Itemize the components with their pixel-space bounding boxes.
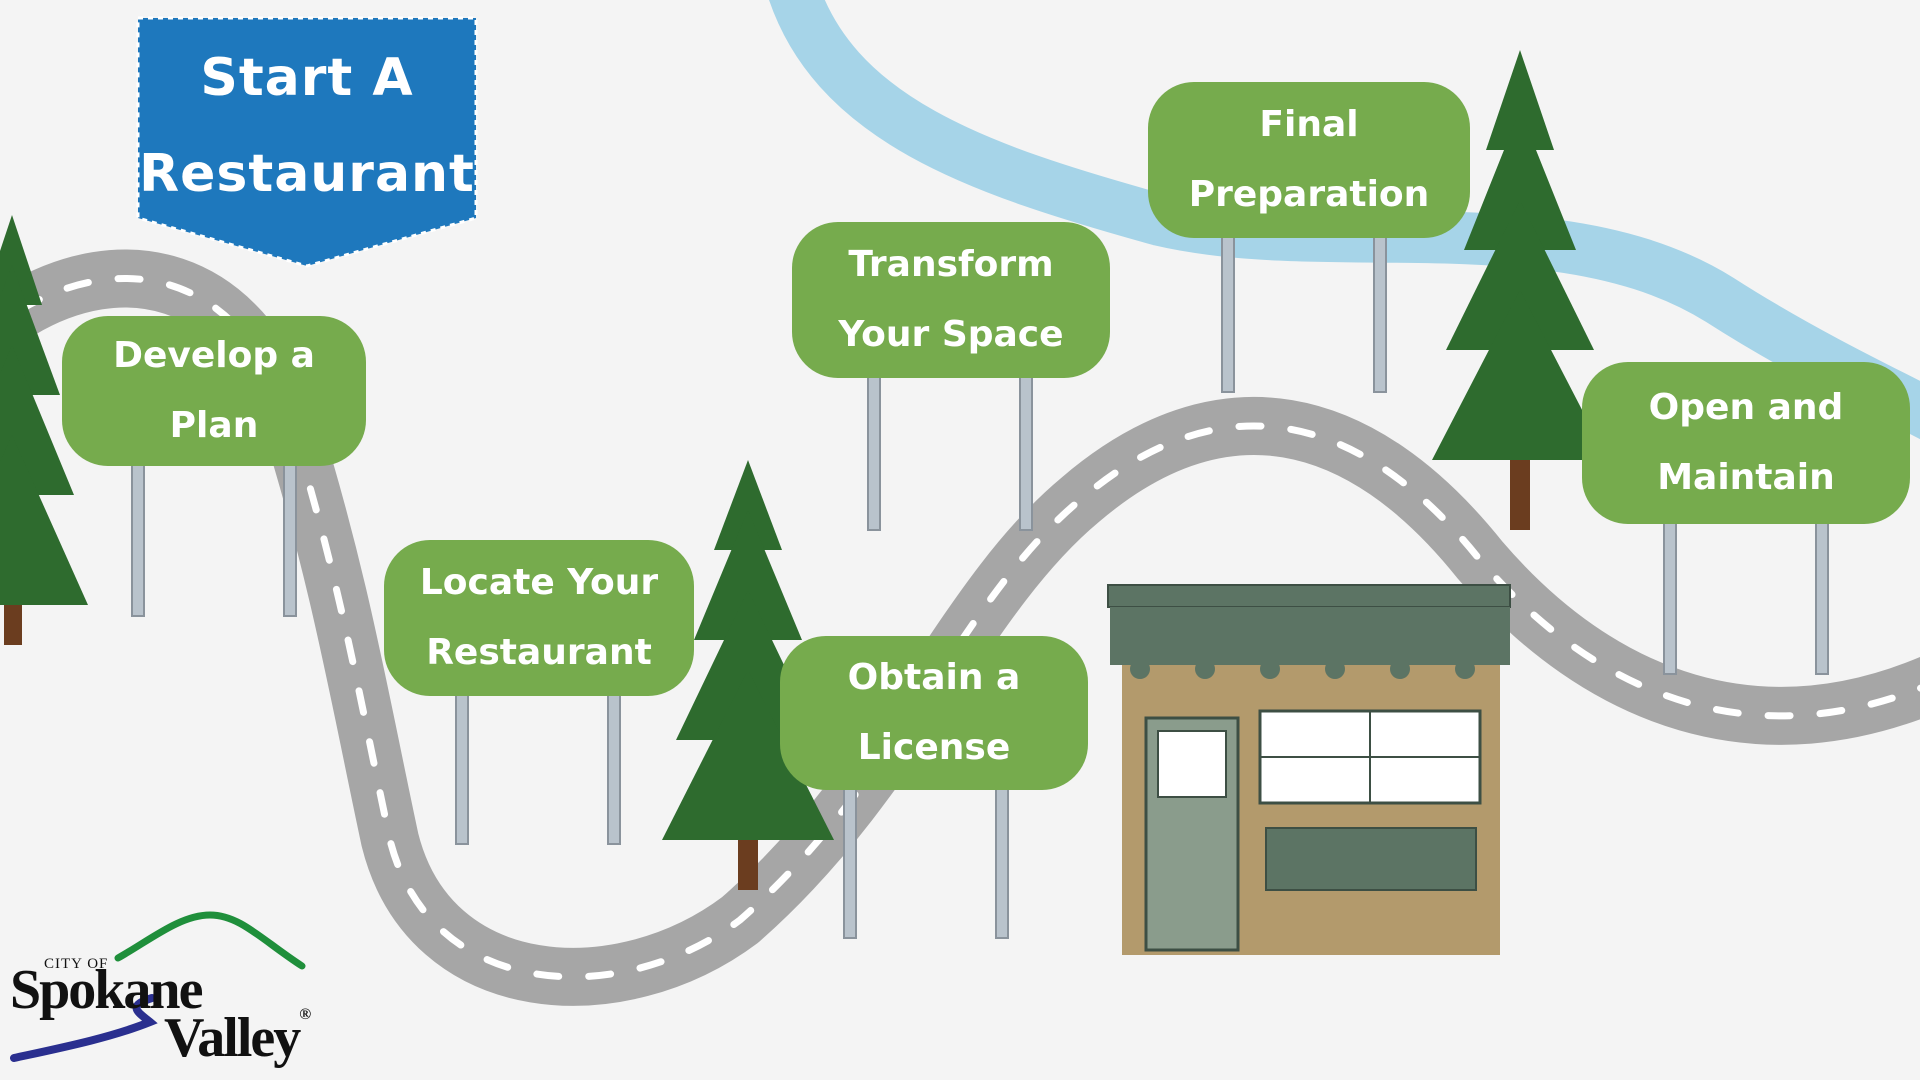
logo-river-swoosh [10,994,158,1062]
step-sign-final-preparation: Final Preparation [1148,82,1470,238]
title-line: Start A [200,48,414,108]
logo-valley: Valley® [164,1006,311,1070]
step-sign-obtain-license: Obtain a License [780,636,1088,790]
logo-city-of: CITY OF [44,956,109,972]
step-sign-locate-restaurant: Locate Your Restaurant [384,540,694,696]
logo-valley-text: Valley [164,1007,301,1069]
step-sign-open-maintain: Open and Maintain [1582,362,1910,524]
step-label: Develop a Plan [113,335,315,446]
step-sign-develop-plan: Develop a Plan [62,316,366,466]
step-label: Obtain a License [847,657,1021,768]
sign-posts [131,235,1829,939]
page-title: Start A Restaurant [138,30,476,222]
pine-tree [662,460,834,890]
logo-mountain [114,911,306,970]
step-label: Open and Maintain [1648,387,1844,498]
title-banner: Start A Restaurant [138,18,476,266]
title-line: Restaurant [139,144,475,204]
pine-tree [1432,50,1608,530]
step-label: Locate Your Restaurant [419,562,659,673]
pine-tree [0,215,88,645]
step-label: Transform Your Space [838,244,1064,355]
title-banner-shape [136,16,478,268]
restaurant-building [1107,584,1511,955]
logo-registered: ® [299,1006,311,1023]
logo-spokane: Spokane [10,959,203,1021]
step-sign-transform-space: Transform Your Space [792,222,1110,378]
step-label: Final Preparation [1188,104,1430,215]
